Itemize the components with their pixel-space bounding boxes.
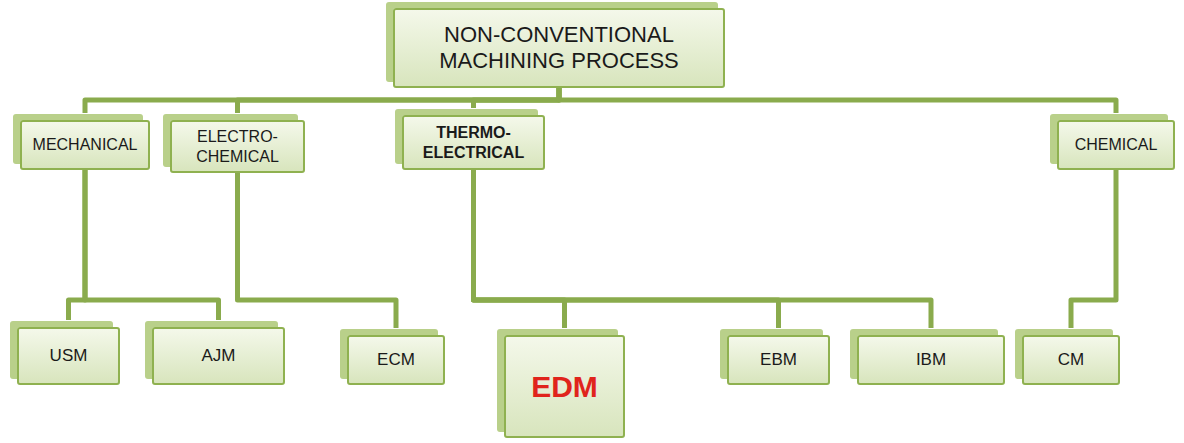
highlight-box: EDM xyxy=(504,335,625,438)
category-box: MECHANICAL xyxy=(20,120,150,170)
tree-connector xyxy=(85,170,219,320)
node-label: USM xyxy=(50,346,88,366)
tree-connector xyxy=(1071,170,1116,328)
tree-connector xyxy=(559,88,1116,113)
node-label: CHEMICAL xyxy=(1075,135,1158,154)
node-label: NON-CONVENTIONAL MACHINING PROCESS xyxy=(434,22,684,75)
process-box: CM xyxy=(1022,335,1120,385)
node-label: MECHANICAL xyxy=(33,135,138,154)
node-label: EBM xyxy=(760,350,797,370)
process-box: ECM xyxy=(347,335,445,385)
process-box: EBM xyxy=(727,335,830,385)
tree-connector xyxy=(85,88,559,113)
tree-connector xyxy=(474,170,779,328)
node-label: ECM xyxy=(377,350,415,370)
tree-connector xyxy=(238,88,560,113)
node-label: IBM xyxy=(916,350,946,370)
node-label: ELECTRO-CHEMICAL xyxy=(188,127,288,165)
category-box: CHEMICAL xyxy=(1057,120,1175,170)
tree-connector xyxy=(474,170,932,328)
category-box: ELECTRO-CHEMICAL xyxy=(170,120,305,173)
category-box: THERMO-ELECTRICAL xyxy=(402,115,545,170)
process-box: IBM xyxy=(857,335,1005,385)
process-box: AJM xyxy=(152,327,285,385)
root-box: NON-CONVENTIONAL MACHINING PROCESS xyxy=(393,8,725,88)
node-label: CM xyxy=(1058,350,1084,370)
process-box: USM xyxy=(17,327,120,385)
node-label: THERMO-ELECTRICAL xyxy=(419,123,529,161)
tree-connector xyxy=(238,173,397,328)
tree-connector xyxy=(474,170,565,328)
node-label: AJM xyxy=(202,346,236,366)
tree-connector xyxy=(474,88,560,108)
node-label: EDM xyxy=(531,369,598,405)
